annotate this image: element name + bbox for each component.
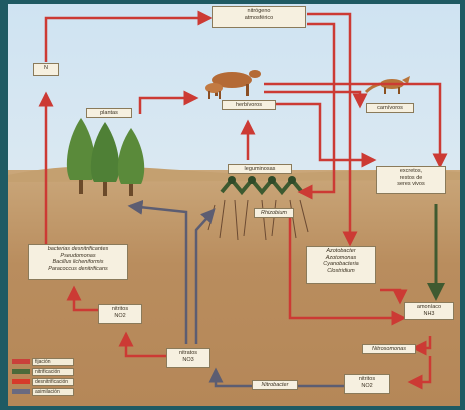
legend-item-assimilation: asimilación — [12, 388, 74, 396]
arrow-to-remains — [270, 102, 377, 168]
roots-icon — [207, 199, 309, 241]
label-nitrites-bottom: nitritos NO2 — [344, 374, 390, 394]
arrow-n2-to-atm — [44, 10, 213, 62]
fixation-arrows — [38, 10, 448, 390]
legend: fijación nitrificación desnitrificación … — [12, 358, 74, 404]
arrow-ammonia-to-nitrosomonas — [411, 336, 432, 356]
label-nitrites-left: nitritos NO2 — [98, 304, 142, 324]
legend-swatch — [12, 359, 30, 364]
legend-swatch — [12, 379, 30, 384]
legend-swatch — [12, 389, 30, 394]
arrow-nitrites-to-bacteria — [66, 285, 102, 312]
arrow-atm-to-fixers — [307, 12, 358, 247]
legend-item-fixation: fijación — [12, 358, 74, 366]
arrow-plants-to-herbivores — [138, 90, 199, 114]
trees-icon — [66, 118, 145, 196]
cow-icon — [205, 70, 261, 99]
legend-item-nitrification: nitrificación — [12, 368, 74, 376]
label-denitrifying-bacteria: bacterias desnitrificantes Pseudomonas B… — [28, 244, 128, 280]
arrow-nitrates-to-nitrites — [118, 331, 168, 358]
label-herbivores: herbívoros — [222, 100, 276, 110]
legend-swatch — [12, 369, 30, 374]
label-remains: excretos, restos de seres vivos — [376, 166, 446, 194]
arrow-atm-to-legumes — [297, 22, 336, 200]
label-plants: plantas — [86, 108, 132, 118]
arrow-fixers-to-ammonia — [380, 288, 408, 305]
arrow-herbivores-to-remains — [264, 82, 448, 169]
label-n2: N — [33, 63, 59, 76]
arrow-rhizobium-to-ammonia — [288, 214, 407, 326]
label-nitrobacter: Nitrobacter — [252, 380, 298, 390]
arrow-nitrates-to-legumes — [194, 208, 216, 344]
label-ammonia: amoníaco NH3 — [404, 302, 454, 320]
label-nitrates: nitratos NO3 — [166, 348, 210, 368]
label-legumes: leguminosas — [228, 164, 292, 174]
label-rhizobium: Rhizobium — [254, 208, 294, 218]
arrow-herbivores-to-carnivores — [264, 90, 368, 109]
legend-label: desnitrificación — [32, 378, 74, 386]
arrow-nitrobacter-to-nitrates — [208, 367, 346, 388]
legend-label: fijación — [32, 358, 74, 366]
label-carnivores: carnívoros — [366, 103, 414, 113]
legend-label: nitrificación — [32, 368, 74, 376]
assimilation-arrows — [127, 199, 346, 388]
label-nitrosomonas: Nitrosomonas — [362, 344, 416, 354]
arrow-nitrates-to-plants — [127, 199, 188, 344]
label-nitrogen-atm: nitrógeno atmosférico — [212, 6, 306, 28]
legumes-icon — [220, 176, 304, 196]
legend-label: asimilación — [32, 388, 74, 396]
legend-item-denitrification: desnitrificación — [12, 378, 74, 386]
arrow-to-nitrites-bottom — [407, 356, 432, 390]
label-fixing-bacteria: Azotobacter Azotomonas Cyanobacteria Clo… — [306, 246, 376, 284]
soil — [8, 170, 460, 406]
